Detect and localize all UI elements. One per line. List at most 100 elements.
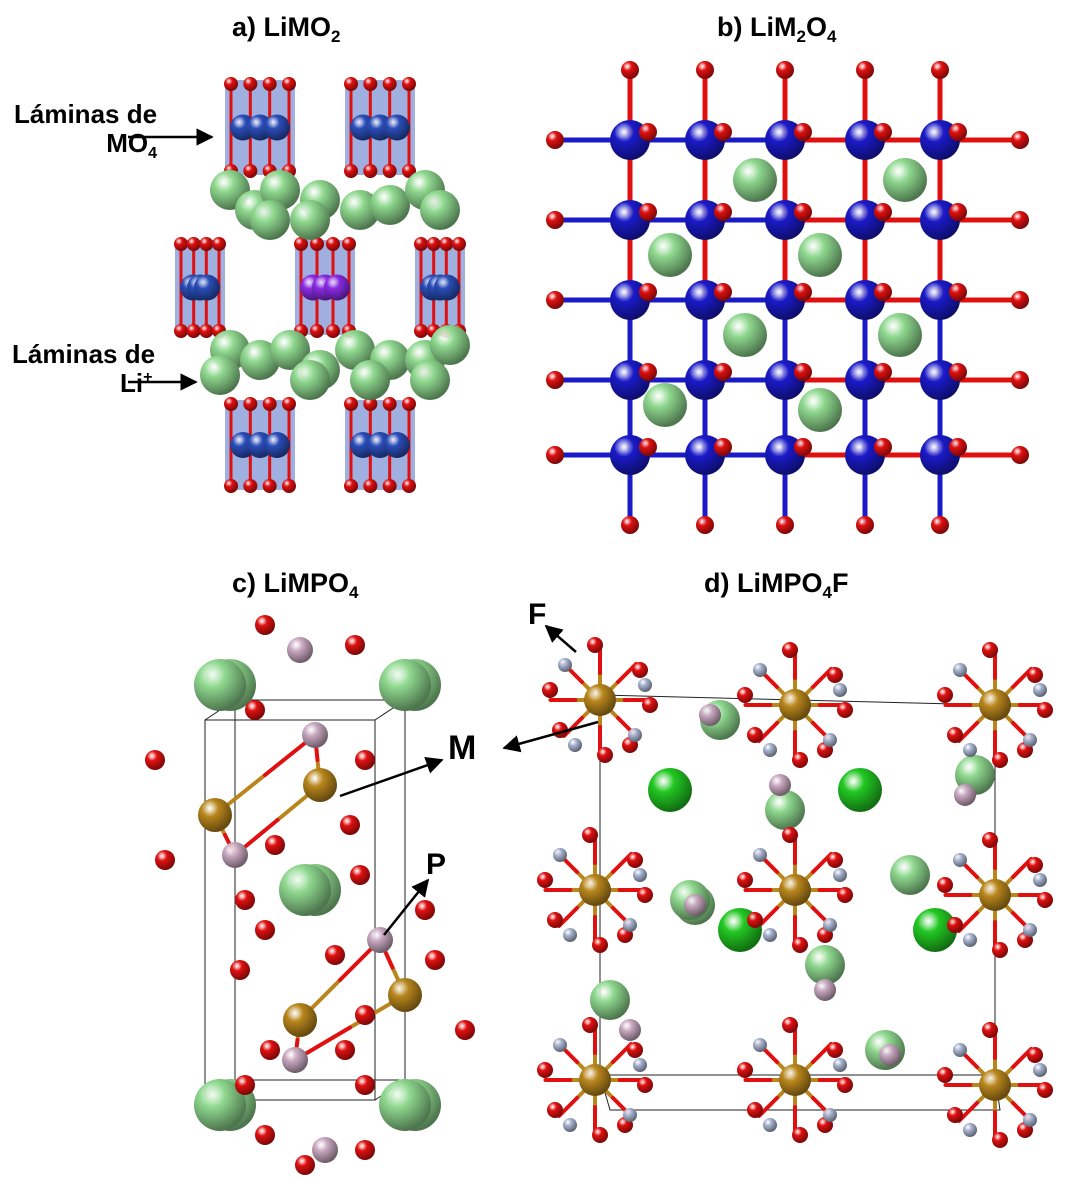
- oxygen-atom: [402, 77, 416, 91]
- metal-atom: [388, 978, 422, 1012]
- fluorine-atom: [623, 1108, 637, 1122]
- oxygen-atom: [552, 722, 568, 738]
- oxygen-atom: [345, 635, 365, 655]
- oxygen-atom: [776, 61, 794, 79]
- oxygen-atom: [155, 850, 175, 870]
- phosphorus-atom: [302, 722, 328, 748]
- fluorine-atom: [823, 918, 837, 932]
- oxygen-atom: [782, 642, 798, 658]
- oxygen-atom: [537, 872, 553, 888]
- panel-b-spinel-structure: [546, 61, 1029, 534]
- metal-atom: [283, 1003, 317, 1037]
- panel-d-fluorophosphate-structure: [537, 637, 1053, 1148]
- lithium-atom: [838, 768, 882, 812]
- oxygen-atom: [931, 516, 949, 534]
- oxygen-atom: [255, 1125, 275, 1145]
- metal-label: M: [448, 729, 477, 767]
- phosphorus-atom: [954, 784, 976, 806]
- fluorine-atom: [953, 853, 967, 867]
- oxygen-atom: [597, 747, 613, 763]
- metal-atom: [384, 114, 410, 141]
- oxygen-atom: [696, 516, 714, 534]
- oxygen-atom: [587, 637, 603, 653]
- fluorine-atom: [963, 743, 977, 757]
- lithium-atom: [194, 1079, 246, 1131]
- oxygen-atom: [639, 123, 657, 141]
- metal-atom: [324, 274, 350, 301]
- lithium-atom: [430, 325, 470, 365]
- panel-a-title: a) LiMO2: [232, 12, 341, 46]
- oxygen-atom: [982, 1022, 998, 1038]
- oxygen-atom: [265, 835, 285, 855]
- lithium-atom: [335, 330, 375, 370]
- oxygen-atom: [262, 77, 277, 91]
- oxygen-atom: [856, 516, 874, 534]
- oxygen-atom: [235, 1075, 255, 1095]
- oxygen-atom: [747, 727, 763, 743]
- oxygen-atom: [245, 700, 265, 720]
- lithium-atom: [648, 768, 692, 812]
- fluorine-atom: [638, 678, 652, 692]
- phosphorus-atom: [367, 927, 393, 953]
- oxygen-atom: [282, 397, 296, 411]
- oxygen-atom: [637, 1077, 653, 1093]
- lithium-atom: [290, 200, 330, 240]
- oxygen-atom: [1037, 1082, 1053, 1098]
- fluorine-atom: [568, 738, 582, 752]
- fluorine-atom: [1023, 733, 1037, 747]
- lithium-atom: [420, 190, 460, 230]
- oxygen-atom: [199, 324, 214, 338]
- lithium-atom: [883, 158, 927, 202]
- metal-atom: [198, 798, 232, 832]
- oxygen-atom: [243, 397, 258, 411]
- oxygen-atom: [355, 1075, 375, 1095]
- oxygen-atom: [243, 164, 258, 178]
- oxygen-atom: [295, 1155, 315, 1175]
- oxygen-atom: [186, 324, 201, 338]
- fluorine-atom: [1033, 1063, 1047, 1077]
- oxygen-atom: [255, 920, 275, 940]
- lithium-atom: [765, 790, 805, 830]
- fluorine-atom: [753, 848, 767, 862]
- phosphorus-atom: [282, 1047, 308, 1073]
- fluorine-atom: [823, 733, 837, 747]
- fluorine-atom: [633, 868, 647, 882]
- oxygen-atom: [696, 61, 714, 79]
- oxygen-atom: [363, 77, 378, 91]
- oxygen-atom: [714, 438, 732, 456]
- oxygen-atom: [414, 324, 428, 338]
- oxygen-atom: [639, 283, 657, 301]
- oxygen-atom: [827, 1042, 843, 1058]
- oxygen-atom: [335, 1040, 355, 1060]
- fluorine-atom: [563, 1118, 577, 1132]
- phosphorus-atom: [699, 704, 721, 726]
- lithium-atom: [643, 383, 687, 427]
- oxygen-atom: [714, 283, 732, 301]
- metal-atom: [779, 689, 811, 721]
- oxygen-atom: [174, 324, 188, 338]
- lithium-atom: [279, 864, 331, 916]
- oxygen-atom: [714, 203, 732, 221]
- oxygen-atom: [546, 291, 564, 309]
- fluorine-atom: [963, 1123, 977, 1137]
- fluorine-atom: [553, 1038, 567, 1052]
- fluorine-atom: [1023, 923, 1037, 937]
- oxygen-atom: [627, 1042, 643, 1058]
- oxygen-atom: [592, 937, 608, 953]
- oxygen-atom: [382, 479, 397, 493]
- oxygen-atom: [546, 131, 564, 149]
- lithium-atom: [200, 355, 240, 395]
- oxygen-atom: [355, 1140, 375, 1160]
- oxygen-atom: [982, 832, 998, 848]
- oxygen-atom: [714, 363, 732, 381]
- metal-atom: [194, 274, 220, 301]
- oxygen-atom: [282, 77, 296, 91]
- oxygen-atom: [737, 872, 753, 888]
- lithium-atom: [379, 1079, 431, 1131]
- oxygen-atom: [255, 615, 275, 635]
- lithium-atom: [878, 313, 922, 357]
- oxygen-atom: [355, 750, 375, 770]
- oxygen-atom: [794, 363, 812, 381]
- fluorine-atom: [558, 658, 572, 672]
- metal-atom: [264, 432, 290, 458]
